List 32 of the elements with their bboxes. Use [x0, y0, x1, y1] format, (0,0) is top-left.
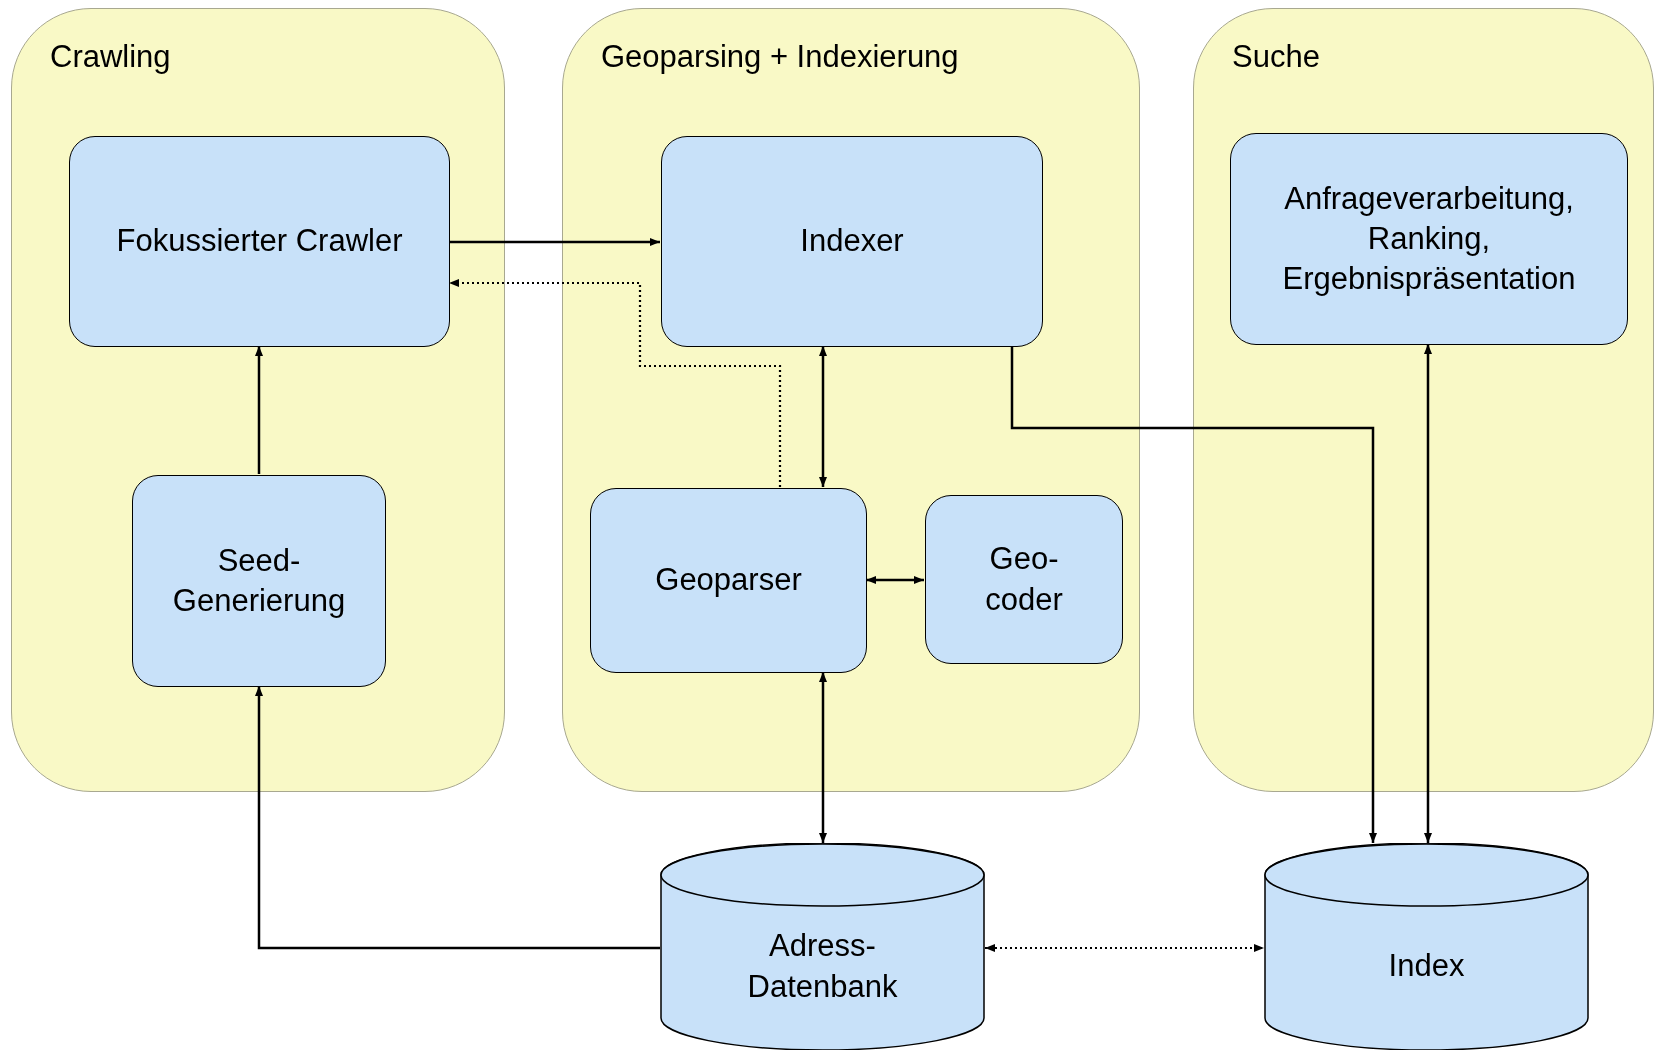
panel-title: Geoparsing + Indexierung	[601, 39, 959, 75]
database-cylinder	[1264, 843, 1589, 1050]
arrow	[866, 576, 924, 584]
process-box	[661, 136, 1043, 347]
arrow	[1010, 346, 1377, 843]
arrow	[819, 346, 827, 487]
node-label: Geo-coder	[984, 540, 1064, 619]
process-box	[1230, 133, 1628, 345]
stage-panel	[1193, 8, 1654, 792]
arrow	[1424, 344, 1432, 843]
arrow	[449, 238, 660, 246]
process-box	[590, 488, 867, 673]
node-label: Seed-Generierung	[171, 541, 347, 620]
stage-panel	[11, 8, 505, 792]
database-cylinder	[660, 843, 985, 1050]
stage-panel	[562, 8, 1140, 792]
process-box	[69, 136, 450, 347]
process-box	[132, 475, 386, 687]
node-label: Geoparser	[654, 561, 803, 600]
dotted-arrow	[985, 944, 1264, 952]
node-label: Adress-Datenbank	[746, 927, 899, 1006]
arrow	[255, 346, 263, 474]
arrow	[255, 686, 660, 950]
arrow	[819, 672, 827, 843]
node-label: Anfrageverarbeitung, Ranking, Ergebnispräsentation	[1281, 179, 1577, 299]
panel-title: Crawling	[50, 39, 171, 75]
dotted-arrow	[449, 279, 782, 487]
process-box	[925, 495, 1123, 664]
node-label: Fokussierter Crawler	[115, 222, 404, 261]
node-label: Indexer	[799, 222, 905, 261]
panel-title: Suche	[1232, 39, 1320, 75]
node-label: Index	[1387, 947, 1466, 986]
